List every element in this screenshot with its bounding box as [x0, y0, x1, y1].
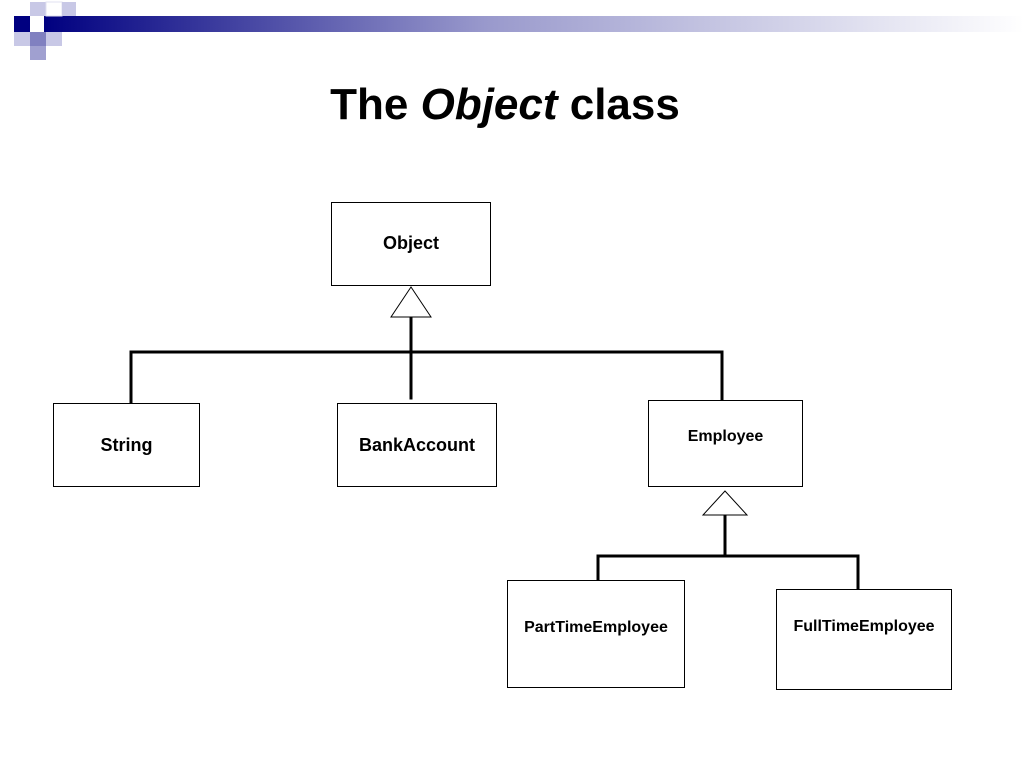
header-square [46, 32, 62, 46]
class-box-object: Object [331, 202, 491, 286]
class-label-full-time-employee: FullTimeEmployee [793, 618, 935, 635]
header-square [30, 46, 46, 60]
header-square [30, 16, 44, 32]
class-box-employee: Employee [648, 400, 803, 487]
inheritance-arrow-object [390, 286, 432, 318]
class-box-string: String [53, 403, 200, 487]
header-gradient-band [44, 16, 1024, 32]
header-square [14, 32, 30, 46]
class-label-part-time-employee: PartTimeEmployee [524, 619, 668, 636]
class-label-object: Object [382, 233, 439, 253]
inheritance-arrow-employee [701, 490, 749, 516]
slide-title-suffix: class [557, 80, 680, 129]
class-box-bank-account: BankAccount [337, 403, 497, 487]
class-box-part-time-employee: PartTimeEmployee [507, 580, 685, 688]
slide-title: The Object class [0, 78, 1010, 132]
header-square [14, 16, 30, 32]
class-label-bank-account: BankAccount [358, 435, 475, 455]
header-square [62, 2, 76, 16]
header-square [30, 32, 46, 46]
class-label-string: String [100, 435, 153, 455]
header-square [30, 2, 46, 16]
slide-title-prefix: The [330, 80, 421, 129]
slide-title-emphasis: Object [420, 80, 558, 129]
header-decoration [14, 1, 1024, 60]
class-label-employee: Employee [687, 428, 764, 445]
class-box-full-time-employee: FullTimeEmployee [776, 589, 952, 690]
